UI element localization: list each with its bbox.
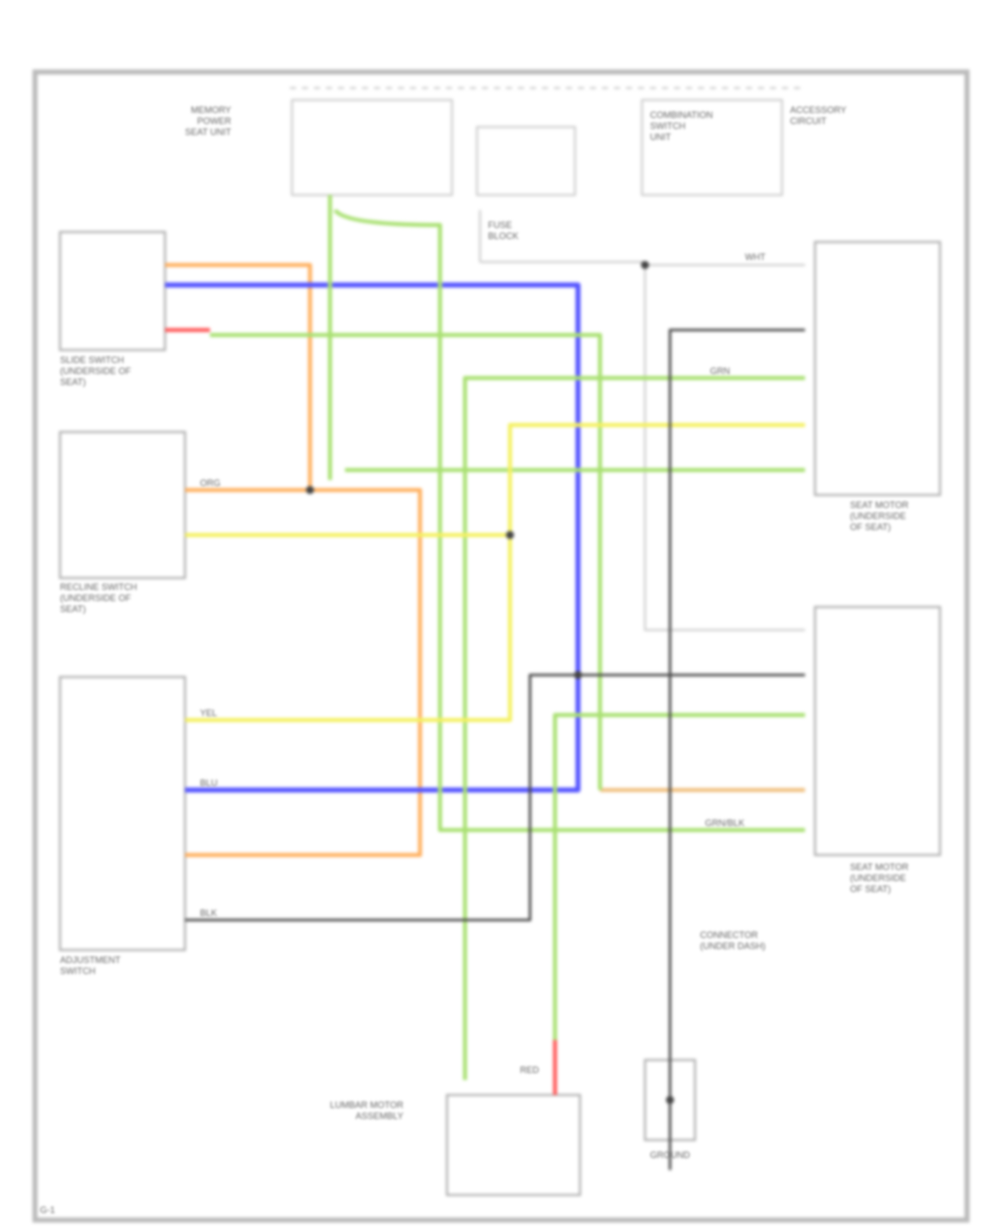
- wire-label-grn: GRN: [710, 366, 730, 376]
- wire-orange-2: [185, 488, 422, 857]
- top-right-component-label: COMBINATION SWITCH UNIT: [650, 110, 713, 142]
- wire-green-4: [463, 376, 805, 1080]
- bottom-motor-label: LUMBAR MOTOR ASSEMBLY: [330, 1100, 404, 1121]
- outer-border: [32, 69, 970, 1223]
- top-note-label: ACCESSORY CIRCUIT: [790, 105, 847, 126]
- wire-label-yel: YEL: [200, 708, 218, 718]
- motor2-label: SEAT MOTOR (UNDERSIDE OF SEAT): [850, 862, 909, 894]
- wire-blue: [165, 282, 581, 793]
- wire-green-3: [210, 333, 602, 790]
- switch3-label: ADJUSTMENT SWITCH: [60, 955, 121, 976]
- wire-label-grn-blk: GRN/BLK: [705, 818, 745, 828]
- wire-orange-1: [165, 263, 312, 490]
- wire-label-red: RED: [520, 1065, 540, 1075]
- junction-dots: [306, 261, 674, 1104]
- bottom-connector-label: CONNECTOR (UNDER DASH): [700, 930, 766, 951]
- wire-black-1: [668, 328, 805, 1170]
- wire-label-blk: BLK: [200, 908, 218, 918]
- top-left-component-label: MEMORY POWER SEAT UNIT: [185, 105, 232, 137]
- wire-black-2: [185, 673, 805, 922]
- wire-gray: [644, 264, 805, 631]
- wire-green-6: [553, 713, 805, 1040]
- top-components: [290, 87, 800, 263]
- motor1-label: SEAT MOTOR (UNDERSIDE OF SEAT): [850, 500, 909, 532]
- corner-note: G-1: [40, 1205, 56, 1215]
- top-relay-label: FUSE BLOCK: [488, 220, 519, 241]
- switch1-label: SLIDE SWITCH (UNDERSIDE OF SEAT): [60, 355, 132, 387]
- ground-label: GROUND: [650, 1150, 690, 1160]
- switch2-label: RECLINE SWITCH (UNDERSIDE OF SEAT): [60, 582, 138, 614]
- wire-label-org: ORG: [200, 478, 221, 488]
- wire-yellow-2: [185, 423, 805, 722]
- wire-label-blu: BLU: [200, 778, 218, 788]
- wire-label-wht: WHT: [745, 252, 766, 262]
- wire-green-2: [333, 208, 805, 832]
